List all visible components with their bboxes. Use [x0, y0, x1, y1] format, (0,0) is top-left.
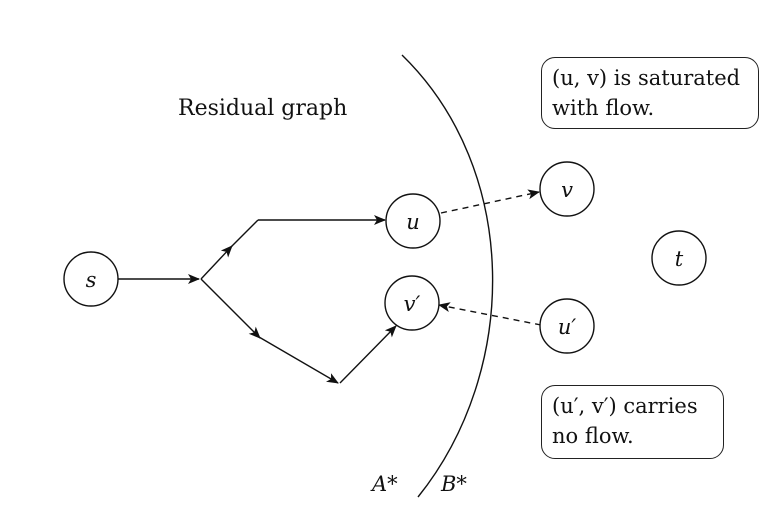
node-s: s [63, 251, 119, 307]
edge-lower-low [258, 336, 339, 384]
node-u: u [385, 193, 441, 249]
note-saturated: (u, v) is saturated with flow. [541, 57, 759, 129]
node-u-label: u [406, 210, 420, 234]
set-a-label: A* [370, 472, 398, 496]
node-vprime-label: v′ [404, 292, 421, 316]
node-t-label: t [675, 247, 684, 271]
node-s-label: s [86, 268, 97, 292]
edge-mid-upper-upper [229, 219, 259, 249]
edge-branch-mid-upper [200, 245, 233, 280]
node-uprime: u′ [539, 298, 595, 354]
node-v-label: v [561, 178, 573, 202]
note-saturated-line-1: (u, v) is saturated [552, 66, 741, 90]
edge-u-v-dashed [440, 189, 540, 214]
diagram-title: Residual graph [178, 96, 348, 121]
edge-branch-lower [200, 278, 261, 339]
node-v: v [539, 161, 595, 217]
node-uprime-label: u′ [558, 315, 577, 339]
note-no-flow-line-2: no flow. [552, 424, 634, 448]
edge-low-vprime [339, 325, 397, 384]
note-no-flow: (u′, v′) carries no flow. [541, 385, 724, 459]
note-no-flow-line-1: (u′, v′) carries [552, 394, 698, 418]
node-vprime: v′ [384, 275, 440, 331]
cut-curve [401, 54, 494, 498]
note-saturated-line-2: with flow. [552, 96, 655, 120]
set-b-label: B* [440, 472, 467, 496]
node-t: t [651, 230, 707, 286]
